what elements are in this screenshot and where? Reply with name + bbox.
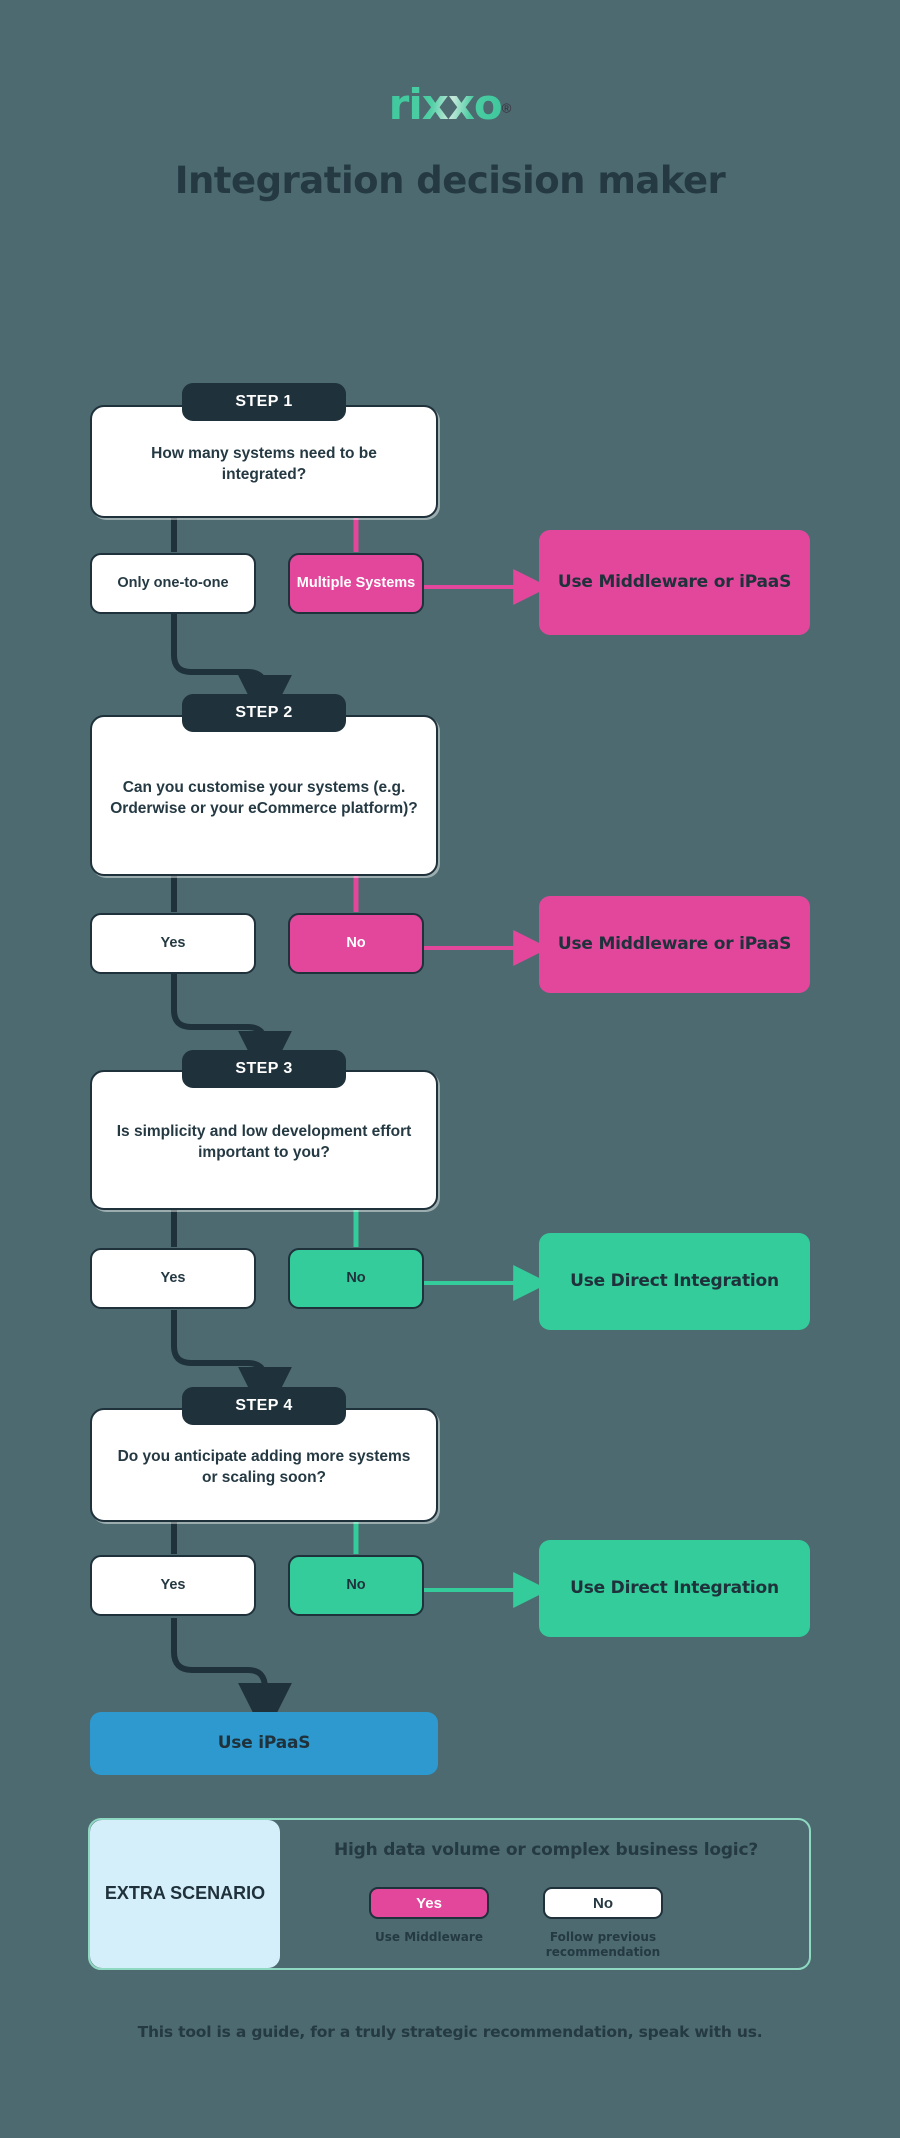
question-box-2: Can you customise your systems (e.g. Ord… xyxy=(90,715,438,876)
extra-scenario-label: EXTRA SCENARIO xyxy=(90,1820,280,1968)
question-box-3: Is simplicity and low development effort… xyxy=(90,1070,438,1210)
extra-scenario-question: High data volume or complex business log… xyxy=(334,1840,758,1860)
footer-note: This tool is a guide, for a truly strate… xyxy=(137,2023,763,2041)
extra-no-caption: Follow previous recommendation xyxy=(545,1930,661,1959)
answer-pill-step1-branch[interactable]: Multiple Systems xyxy=(288,553,424,614)
extra-yes-caption: Use Middleware xyxy=(375,1930,483,1944)
answer-pill-step4-continue[interactable]: Yes xyxy=(90,1555,256,1616)
result-box-step2: Use Middleware or iPaaS xyxy=(539,896,810,993)
question-box-4: Do you anticipate adding more systems or… xyxy=(90,1408,438,1522)
question-box-1: How many systems need to be integrated? xyxy=(90,405,438,518)
result-box-step4: Use Direct Integration xyxy=(539,1540,810,1637)
logo-wordmark: rixxo xyxy=(388,80,503,129)
answer-pill-step2-branch[interactable]: No xyxy=(288,913,424,974)
answer-pill-step4-branch[interactable]: No xyxy=(288,1555,424,1616)
answer-pill-step1-continue[interactable]: Only one-to-one xyxy=(90,553,256,614)
step-badge-2: STEP 2 xyxy=(182,694,346,732)
extra-scenario-panel xyxy=(88,1818,811,1970)
extra-no-button[interactable]: No xyxy=(543,1887,663,1919)
step-badge-1: STEP 1 xyxy=(182,383,346,421)
result-box-step3: Use Direct Integration xyxy=(539,1233,810,1330)
extra-yes-button[interactable]: Yes xyxy=(369,1887,489,1919)
step-badge-4: STEP 4 xyxy=(182,1387,346,1425)
answer-pill-step2-continue[interactable]: Yes xyxy=(90,913,256,974)
result-box-step1: Use Middleware or iPaaS xyxy=(539,530,810,635)
page-title: Integration decision maker xyxy=(174,159,726,202)
final-outcome-box: Use iPaaS xyxy=(90,1712,438,1775)
brand-logo: rixxo® xyxy=(0,84,900,134)
trademark-icon: ® xyxy=(501,100,512,116)
step-badge-3: STEP 3 xyxy=(182,1050,346,1088)
answer-pill-step3-branch[interactable]: No xyxy=(288,1248,424,1309)
answer-pill-step3-continue[interactable]: Yes xyxy=(90,1248,256,1309)
